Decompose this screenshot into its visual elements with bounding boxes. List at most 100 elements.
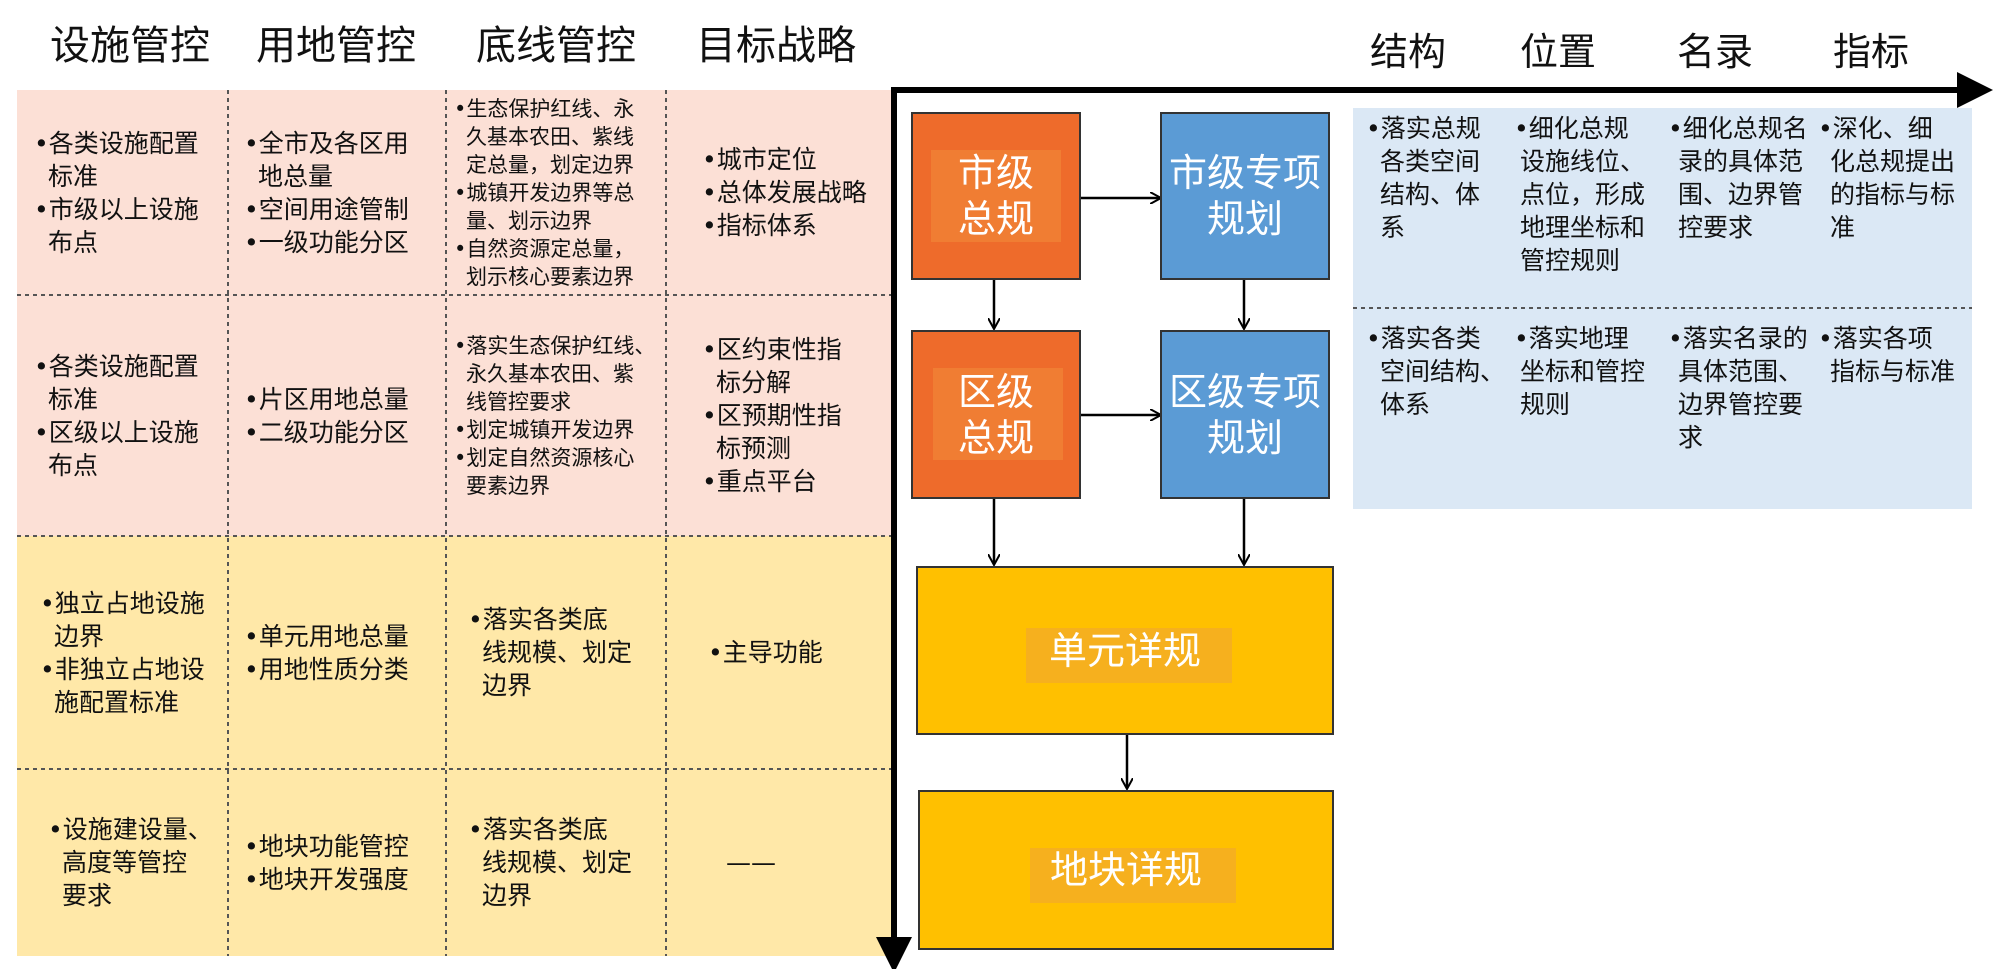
cell-line: •独立占地设施 [40, 588, 205, 618]
header-indicator: 指标 [1832, 30, 1909, 74]
cell-unit-bottom-line: •落实各类底 线规模、划定 边界 [456, 536, 666, 769]
cell-line: 地总量 [258, 161, 334, 191]
cell-line: •全市及各区用 [244, 128, 409, 158]
cell-line: 各类空间 [1380, 147, 1481, 176]
cell-line: 点位，形成 [1520, 180, 1646, 209]
cell-line: •落实总规 [1366, 114, 1481, 143]
city-master-plan-label: 市级 总规 [957, 151, 1034, 241]
cell-plot-facility: •设施建设量、 高度等管控 要求 [36, 769, 228, 956]
cell-unit-land-use: •单元用地总量 •用地性质分类 [232, 536, 446, 769]
cell-line: •深化、细 [1818, 114, 1933, 143]
cell-line: •落实名录的 [1668, 324, 1808, 353]
cell-line: 指标与标准 [1830, 357, 1956, 386]
cell-line: 永久基本农田、紫 [466, 361, 634, 386]
left-table-pink-section [17, 90, 891, 536]
cell-line: •设施建设量、 [48, 815, 213, 844]
cell-line: •落实各项 [1818, 324, 1933, 353]
cell-line: 边界管控要 [1678, 390, 1804, 419]
cell-line: 围、边界管 [1678, 180, 1804, 209]
cell-line: 布点 [48, 227, 99, 257]
cell-line: 坐标和管控 [1520, 357, 1646, 386]
box-inner [1026, 628, 1232, 683]
header-directory: 名录 [1676, 30, 1753, 74]
cell-line: •落实生态保护红线、 [454, 333, 656, 358]
cell-line: 标预测 [716, 434, 792, 463]
cell-line: •地块功能管控 [244, 831, 409, 861]
cell-line: 布点 [48, 450, 99, 480]
rcell-district-indicator: •落实各项 指标与标准 [1812, 322, 1972, 388]
rcell-city-structure: •落实总规 各类空间 结构、体 系 [1360, 112, 1540, 244]
rcell-city-directory: •细化总规名 录的具体范 围、边界管 控要求 [1662, 112, 1812, 244]
cell-line: 线管控要求 [466, 389, 571, 414]
cell-city-goal: •城市定位 •总体发展战略 •指标体系 [690, 90, 890, 295]
cell-unit-goal: •主导功能 [696, 536, 890, 769]
cell-line: •总体发展战略 [702, 178, 867, 207]
cell-line: 结构、体 [1380, 180, 1481, 209]
cell-line: 规则 [1520, 390, 1571, 419]
cell-line: •单元用地总量 [244, 621, 409, 651]
cell-line: •非独立占地设 [40, 654, 205, 684]
cell-district-land-use: •片区用地总量 •二级功能分区 [232, 295, 446, 536]
unit-detail-plan-label: 单元详规 [1048, 628, 1201, 673]
cell-line: 划示核心要素边界 [466, 264, 634, 289]
cell-line: 录的具体范 [1678, 147, 1804, 176]
cell-line: 施配置标准 [54, 687, 180, 717]
cell-line: •重点平台 [702, 467, 817, 496]
cell-line: •生态保护红线、永 [454, 96, 635, 121]
cell-line: 体系 [1380, 390, 1431, 419]
box-inner [931, 150, 1061, 242]
header-facility-control: 设施管控 [50, 23, 210, 69]
plot-detail-plan-box: 地块详规 [918, 790, 1334, 950]
cell-line: 线规模、划定 [482, 848, 633, 877]
cell-line: 量、划示边界 [466, 208, 592, 233]
rcell-city-location: •细化总规 设施线位、 点位，形成 地理坐标和 管控规则 [1508, 112, 1662, 277]
cell-line: •主导功能 [708, 638, 823, 667]
cell-line: •区级以上设施 [34, 417, 199, 447]
box-inner [933, 368, 1063, 460]
cell-line: 具体范围、 [1678, 357, 1804, 386]
cell-plot-bottom-line: •落实各类底 线规模、划定 边界 [456, 769, 666, 956]
cell-city-facility: •各类设施配置 标准 •市级以上设施 布点 [22, 90, 228, 295]
cell-line: 要求 [62, 881, 113, 910]
unit-detail-plan-box: 单元详规 [916, 566, 1334, 735]
city-special-plan-box: 市级专项 规划 [1160, 112, 1330, 280]
cell-line: •指标体系 [702, 211, 817, 240]
cell-line: •落实各类底 [468, 815, 608, 844]
cell-line: 管控规则 [1520, 246, 1621, 275]
district-special-plan-box: 区级专项 规划 [1160, 330, 1330, 499]
cell-line: 标准 [48, 161, 99, 191]
cell-line: 标分解 [716, 368, 792, 397]
rcell-district-structure: •落实各类 空间结构、 体系 [1360, 322, 1540, 421]
cell-district-facility: •各类设施配置 标准 •区级以上设施 布点 [22, 295, 228, 536]
cell-line: •落实各类 [1366, 324, 1481, 353]
header-goal-strategy: 目标战略 [696, 23, 856, 69]
cell-unit-facility: •独立占地设施 边界 •非独立占地设 施配置标准 [28, 536, 228, 769]
cell-line: •地块开发强度 [244, 864, 409, 894]
cell-line: •落实地理 [1514, 324, 1629, 353]
cell-city-bottom-line: •生态保护红线、永 久基本农田、紫线 定总量，划定边界 •城镇开发边界等总 量、… [448, 90, 666, 295]
cell-line: 系 [1380, 213, 1406, 242]
cell-line: 久基本农田、紫线 [466, 124, 634, 149]
cell-city-land-use: •全市及各区用 地总量 •空间用途管制 •一级功能分区 [232, 90, 446, 295]
cell-plot-goal: —— [700, 769, 890, 956]
district-special-plan-label: 区级专项 规划 [1168, 369, 1321, 460]
header-location: 位置 [1519, 30, 1596, 74]
cell-line: •划定自然资源核心 [454, 445, 635, 470]
cell-line: 标准 [48, 384, 99, 414]
cell-line: —— [726, 848, 776, 877]
cell-line: 定总量，划定边界 [466, 152, 634, 177]
cell-line: •落实各类底 [468, 605, 608, 634]
cell-line: •城镇开发边界等总 [454, 180, 635, 205]
cell-line: •市级以上设施 [34, 194, 199, 224]
district-master-plan-box: 区级 总规 [911, 330, 1081, 499]
district-master-plan-label: 区级 总规 [957, 369, 1034, 460]
cell-line: •区约束性指 [702, 335, 842, 364]
cell-district-goal: •区约束性指 标分解 •区预期性指 标预测 •重点平台 [690, 295, 890, 536]
rcell-district-location: •落实地理 坐标和管控 规则 [1508, 322, 1662, 421]
cell-line: 求 [1678, 423, 1704, 452]
cell-line: •细化总规 [1514, 114, 1629, 143]
cell-line: 边界 [482, 671, 533, 700]
cell-line: 准 [1830, 213, 1856, 242]
cell-line: 边界 [54, 621, 105, 651]
cell-line: •二级功能分区 [244, 417, 409, 447]
